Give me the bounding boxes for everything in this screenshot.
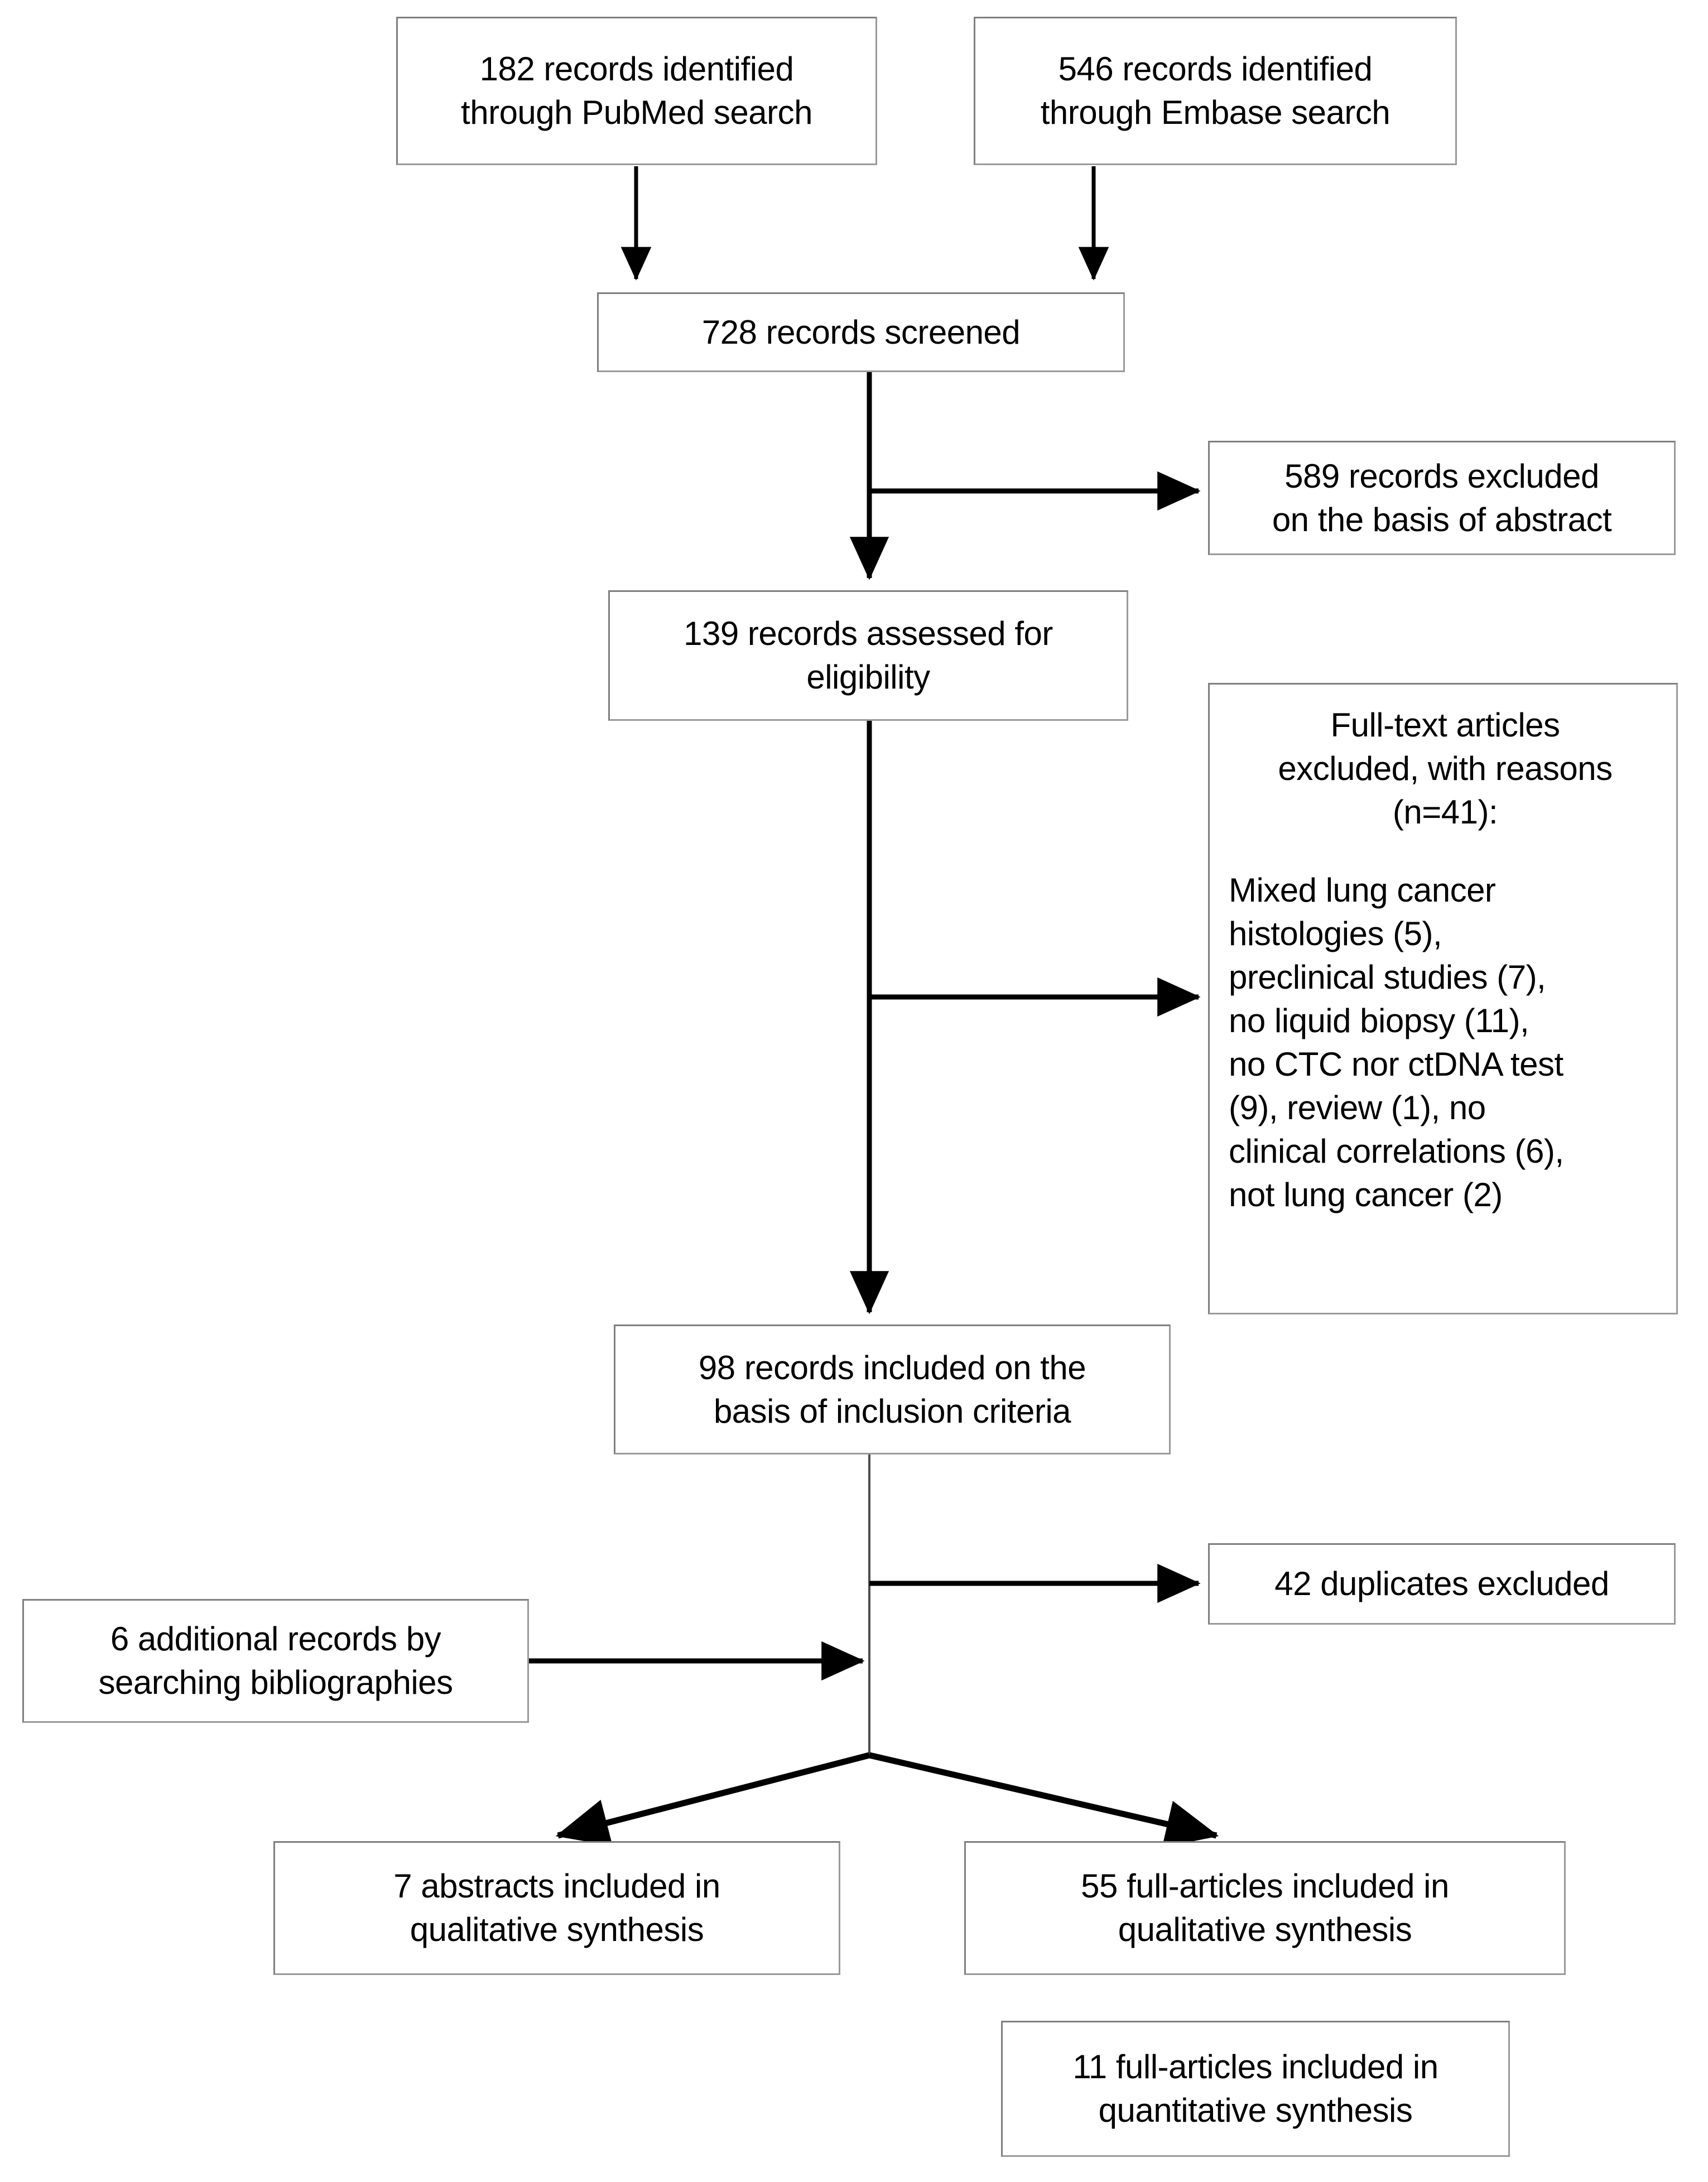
- fulltext-excluded-heading: Full-text articles excluded, with reason…: [1278, 706, 1613, 831]
- connector-included-to-junction: [868, 1454, 1201, 1755]
- additional-records-text: 6 additional records by searching biblio…: [98, 1620, 453, 1701]
- box-records-assessed: 139 records assessed for eligibility: [608, 590, 1128, 721]
- box-pubmed-records: 182 records identified through PubMed se…: [396, 17, 877, 165]
- box-records-excluded-abstract: 589 records excluded on the basis of abs…: [1208, 441, 1676, 555]
- box-additional-records: 6 additional records by searching biblio…: [22, 1599, 529, 1723]
- embase-records-text: 546 records identified through Embase se…: [1040, 50, 1391, 131]
- box-fullarticles-qualitative: 55 full-articles included in qualitative…: [964, 1841, 1566, 1975]
- pubmed-records-text: 182 records identified through PubMed se…: [461, 50, 812, 131]
- box-duplicates-excluded: 42 duplicates excluded: [1208, 1543, 1676, 1625]
- box-embase-records: 546 records identified through Embase se…: [974, 17, 1457, 165]
- box-records-screened: 728 records screened: [597, 292, 1125, 372]
- abstracts-qualitative-text: 7 abstracts included in qualitative synt…: [393, 1867, 720, 1948]
- duplicates-excluded-text: 42 duplicates excluded: [1274, 1565, 1609, 1602]
- records-included-text: 98 records included on the basis of incl…: [698, 1348, 1086, 1430]
- records-assessed-text: 139 records assessed for eligibility: [684, 615, 1053, 696]
- arrow-junction-to-fullarticles: [868, 1752, 1219, 1848]
- fulltext-excluded-reason-list: Mixed lung cancer histologies (5), precl…: [1229, 871, 1564, 1213]
- records-screened-text: 728 records screened: [701, 313, 1021, 351]
- arrow-assessed-to-included: [849, 721, 1201, 1314]
- arrow-screened-to-assessed: [849, 372, 1201, 580]
- box-fulltext-excluded: Full-text articles excluded, with reason…: [1208, 683, 1678, 1314]
- box-records-included: 98 records included on the basis of incl…: [614, 1324, 1171, 1454]
- box-abstracts-qualitative: 7 abstracts included in qualitative synt…: [273, 1841, 840, 1975]
- fullarticles-quantitative-text: 11 full-articles included in quantitativ…: [1072, 2048, 1438, 2129]
- records-excluded-abstract-text: 589 records excluded on the basis of abs…: [1272, 457, 1612, 538]
- arrow-junction-to-abstracts: [555, 1752, 870, 1847]
- fullarticles-qualitative-text: 55 full-articles included in qualitative…: [1081, 1867, 1449, 1948]
- box-fullarticles-quantitative: 11 full-articles included in quantitativ…: [1001, 2021, 1510, 2157]
